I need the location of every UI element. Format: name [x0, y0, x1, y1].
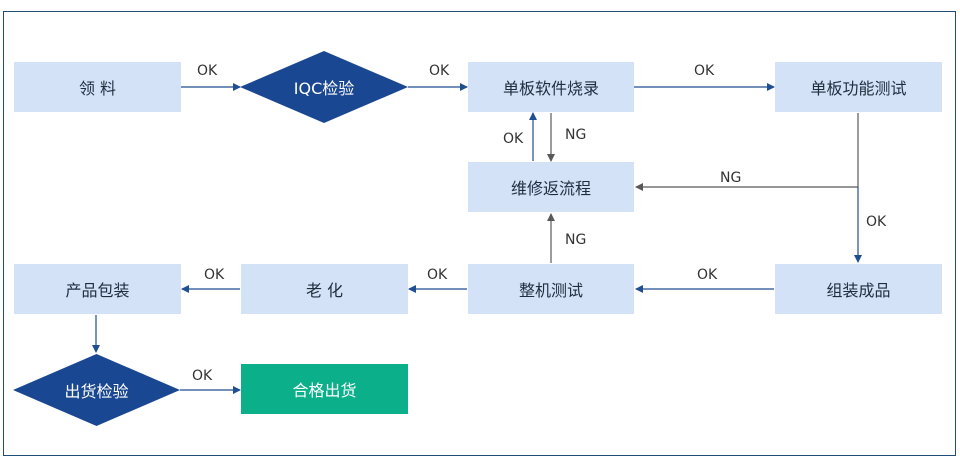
edge-label-ok: OK [192, 368, 213, 384]
diamond-shape [240, 51, 408, 123]
edge-label-ng: NG [720, 170, 742, 186]
edge-label-ng: NG [565, 127, 587, 143]
node-baozhuang: 产品包装 [14, 264, 181, 314]
edge-label-ok: OK [697, 267, 718, 283]
edge-label-ok: OK [694, 63, 715, 79]
node-zhengji: 整机测试 [468, 264, 634, 314]
edge-label-ok: OK [866, 214, 887, 230]
node-iqc: IQC检验 [240, 51, 408, 123]
node-baozhuang-label: 产品包装 [65, 281, 130, 300]
node-chuhuo-check: 出货检验 [13, 354, 180, 426]
edge-label-ok: OK [429, 63, 450, 79]
node-lingliao-label: 领 料 [78, 79, 117, 98]
edge-label-ok: OK [197, 63, 218, 79]
node-shaolu-label: 单板软件烧录 [502, 79, 599, 98]
edge-label-ok: OK [503, 131, 524, 147]
node-shaolu: 单板软件烧录 [468, 62, 634, 112]
node-hege: 合格出货 [241, 364, 408, 414]
diamond-shape [13, 354, 180, 426]
node-lingliao: 领 料 [14, 62, 181, 112]
node-gongneng-label: 单板功能测试 [810, 79, 907, 98]
node-zhengji-label: 整机测试 [518, 281, 583, 300]
node-gongneng: 单板功能测试 [775, 62, 942, 112]
edge-label-ok: OK [427, 267, 448, 283]
node-laohua-label: 老 化 [305, 281, 344, 300]
edge-label-ng: NG [565, 232, 587, 248]
edge-label-ok: OK [204, 267, 225, 283]
node-weixiu: 维修返流程 [468, 162, 634, 212]
node-laohua: 老 化 [241, 264, 408, 314]
node-zuzhuang-label: 组装成品 [826, 281, 891, 300]
node-iqc-label: IQC检验 [293, 79, 355, 98]
arrow-gongneng-ng-to-weixiu [635, 113, 859, 191]
node-chuhuo-check-label: 出货检验 [64, 382, 129, 401]
diagram-frame [3, 11, 956, 456]
node-zuzhuang: 组装成品 [775, 264, 942, 314]
node-hege-label: 合格出货 [292, 381, 357, 400]
node-weixiu-label: 维修返流程 [510, 179, 591, 198]
